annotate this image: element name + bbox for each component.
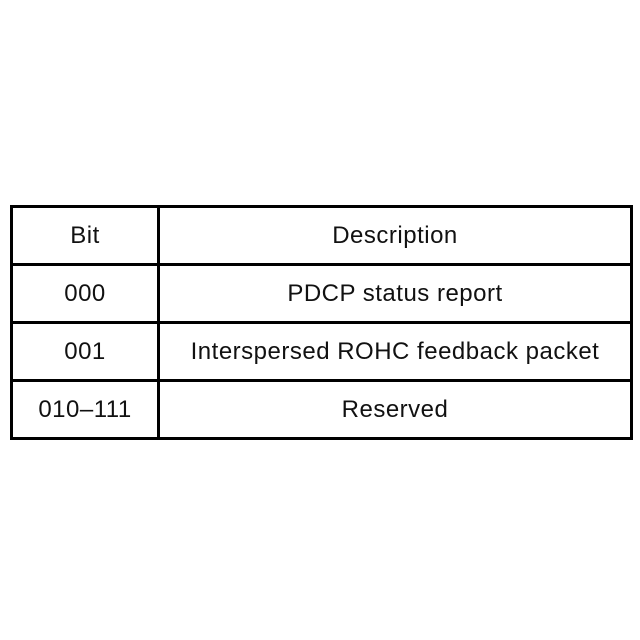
bit-description-table: Bit Description 000 PDCP status report 0… xyxy=(10,205,633,440)
description-cell: Interspersed ROHC feedback packet xyxy=(157,321,633,382)
description-cell: Reserved xyxy=(157,379,633,440)
bit-cell: 001 xyxy=(10,321,160,382)
table-row: 000 PDCP status report xyxy=(10,263,633,324)
bit-cell: 010–111 xyxy=(10,379,160,440)
bit-cell: 000 xyxy=(10,263,160,324)
description-cell: PDCP status report xyxy=(157,263,633,324)
table-row: 010–111 Reserved xyxy=(10,379,633,440)
table-header-row: Bit Description xyxy=(10,205,633,266)
column-header-description: Description xyxy=(157,205,633,266)
column-header-bit: Bit xyxy=(10,205,160,266)
table-row: 001 Interspersed ROHC feedback packet xyxy=(10,321,633,382)
